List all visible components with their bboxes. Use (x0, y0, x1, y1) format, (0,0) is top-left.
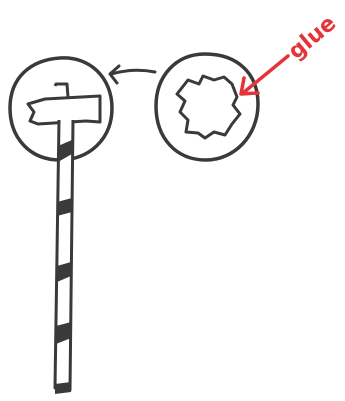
stick-stripe (57, 262, 71, 282)
arrow-shaft (109, 68, 157, 76)
glue-annotation-arrow-head (239, 76, 260, 96)
stick-stripe (56, 322, 71, 344)
stick (53, 119, 75, 394)
right-detail-circle (154, 52, 260, 162)
glue-annotation: glue (239, 11, 341, 96)
glue-detail-view (154, 52, 260, 162)
connector-arrow (108, 64, 157, 85)
glue-annotation-arrow-shaft (241, 54, 290, 95)
stick-stripe (58, 140, 72, 162)
stick-stripe (57, 198, 72, 216)
arrow-head (108, 64, 121, 85)
glue-annotation-label: glue (284, 11, 341, 65)
stick-top (53, 82, 70, 98)
stick-body (53, 119, 75, 392)
glue-blob (175, 74, 242, 140)
plank (26, 94, 102, 126)
stick-base (55, 382, 71, 394)
